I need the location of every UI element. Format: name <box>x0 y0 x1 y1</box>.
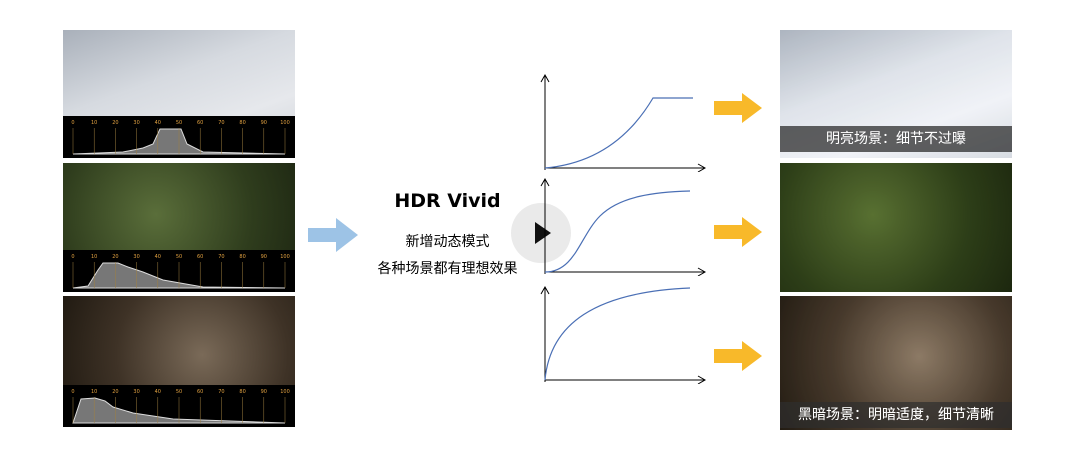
yellow-arrow-icon <box>714 93 762 123</box>
histogram-tick-label: 70 <box>218 389 224 395</box>
histogram-tick-label: 70 <box>218 120 224 126</box>
center-title: HDR Vivid <box>394 190 501 212</box>
normal-scene-hdr <box>780 163 1012 292</box>
histogram-tick-label: 80 <box>239 389 245 395</box>
histogram-tick-label: 40 <box>155 120 161 126</box>
histogram-tick-label: 0 <box>71 254 74 260</box>
center-line-1: 新增动态模式 <box>405 234 490 250</box>
histogram-tick-label: 10 <box>91 389 97 395</box>
play-icon <box>535 222 551 244</box>
histogram-tick-label: 50 <box>176 120 182 126</box>
histogram-tick-label: 10 <box>91 120 97 126</box>
histogram-tick-label: 70 <box>218 254 224 260</box>
histogram-tick-label: 20 <box>112 120 118 126</box>
center-line-2: 各种场景都有理想效果 <box>377 261 518 277</box>
histogram-tick-label: 90 <box>261 389 267 395</box>
histogram-tick-label: 20 <box>112 254 118 260</box>
histogram-tick-label: 50 <box>176 254 182 260</box>
bright-scene-original: 0 10 20 30 40 50 60 70 80 90 100 <box>63 30 295 158</box>
play-button[interactable] <box>511 203 571 263</box>
histogram-tick-label: 0 <box>71 389 74 395</box>
histogram-tick-label: 60 <box>197 389 203 395</box>
histogram-tick-label: 20 <box>112 389 118 395</box>
yellow-arrow-icon <box>714 217 762 247</box>
histogram-tick-label: 80 <box>239 254 245 260</box>
normal-scene-original: 0 10 20 30 40 50 60 70 80 90 100 <box>63 163 295 292</box>
caption-bright: 明亮场景：细节不过曝 <box>780 126 1012 152</box>
dark-scene-original: 0 10 20 30 40 50 60 70 80 90 100 <box>63 296 295 427</box>
histogram-tick-label: 40 <box>155 389 161 395</box>
histogram-tick-label: 30 <box>133 120 139 126</box>
histogram-tick-label: 90 <box>261 120 267 126</box>
blue-arrow-icon <box>308 218 358 252</box>
histogram-tick-label: 80 <box>239 120 245 126</box>
tone-curve-bright <box>540 73 707 172</box>
histogram-ticks: 0 10 20 30 40 50 60 70 80 90 100 <box>71 120 290 154</box>
histogram-tick-label: 50 <box>176 389 182 395</box>
histogram-tick-label: 10 <box>91 254 97 260</box>
histogram-bright: 0 10 20 30 40 50 60 70 80 90 100 <box>63 116 295 158</box>
histogram-tick-label: 60 <box>197 254 203 260</box>
histogram-tick-label: 30 <box>133 254 139 260</box>
yellow-arrow-icon <box>714 341 762 371</box>
histogram-ticks: 0 10 20 30 40 50 60 70 80 90 100 <box>71 389 290 423</box>
histogram-dark: 0 10 20 30 40 50 60 70 80 90 100 <box>63 385 295 427</box>
histogram-tick-label: 30 <box>133 389 139 395</box>
histogram-normal: 0 10 20 30 40 50 60 70 80 90 100 <box>63 250 295 292</box>
histogram-tick-label: 90 <box>261 254 267 260</box>
dark-scene-hdr: 黑暗场景：明暗适度，细节清晰 <box>780 296 1012 430</box>
tone-curve-dark <box>540 285 707 384</box>
histogram-tick-label: 40 <box>155 254 161 260</box>
histogram-tick-label: 100 <box>280 254 290 260</box>
histogram-tick-label: 0 <box>71 120 74 126</box>
histogram-tick-label: 100 <box>280 120 290 126</box>
histogram-tick-label: 60 <box>197 120 203 126</box>
tone-curve-normal <box>540 177 707 276</box>
histogram-tick-label: 100 <box>280 389 290 395</box>
histogram-ticks: 0 10 20 30 40 50 60 70 80 90 100 <box>71 254 290 288</box>
caption-dark: 黑暗场景：明暗适度，细节清晰 <box>780 402 1012 428</box>
bright-scene-hdr: 明亮场景：细节不过曝 <box>780 30 1012 158</box>
